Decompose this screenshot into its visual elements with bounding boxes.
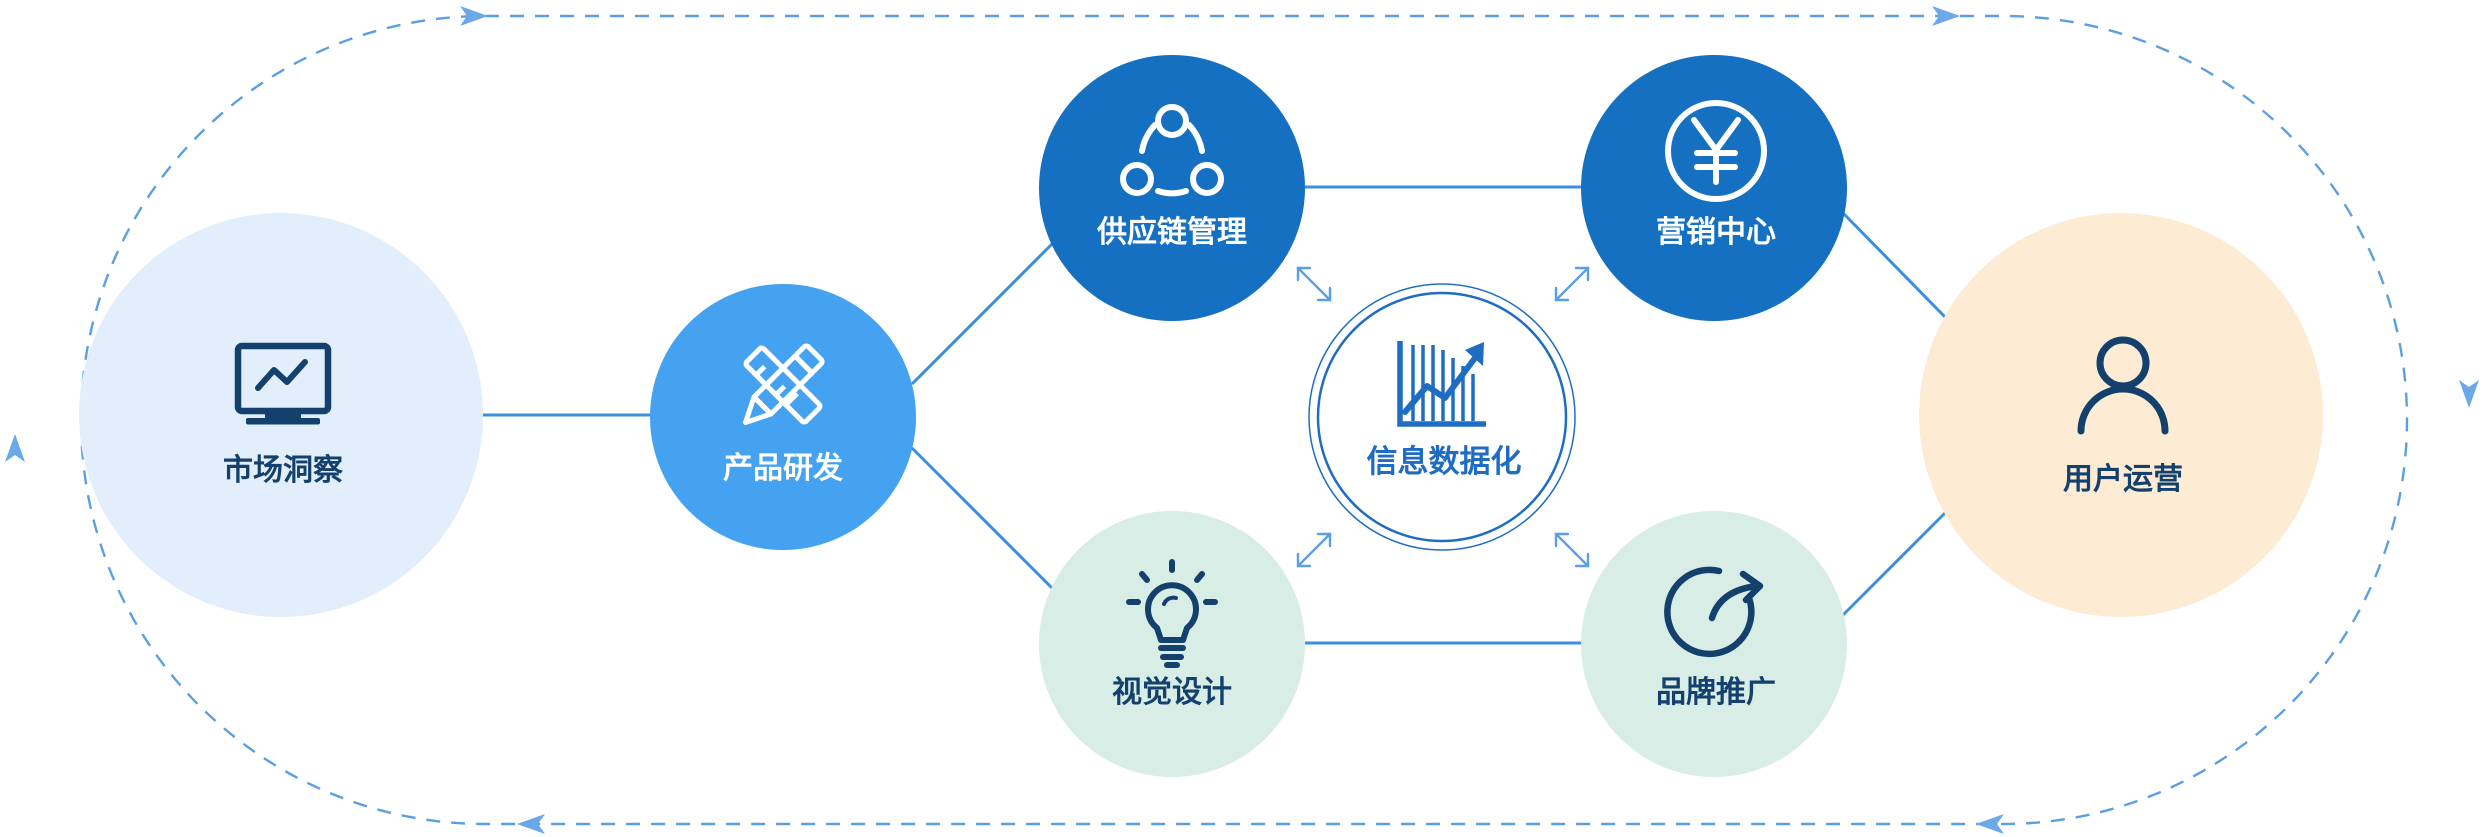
link-brand-user: [1841, 510, 1948, 617]
user-icon: [2077, 336, 2169, 435]
monitor-chart-icon: [234, 342, 332, 425]
market-label: 市场洞察: [223, 453, 344, 488]
node-visual-design: 视觉设计: [1039, 511, 1305, 777]
double-arrow-bottom-left: [1296, 532, 1332, 568]
outer-dashed-loop: [79, 14, 2409, 826]
marketing-circle: [1581, 55, 1847, 321]
share-arrow-icon: [1664, 566, 1764, 658]
node-market-insight: 市场洞察: [79, 213, 483, 617]
link-product-visual: [910, 446, 1057, 593]
product-label: 产品研发: [723, 451, 843, 486]
loop-arrowhead-left: [5, 434, 25, 462]
loop-arrowheads: [5, 6, 2479, 834]
supply-circle: [1039, 55, 1305, 321]
visual-circle: [1039, 511, 1305, 777]
double-arrow-bottom-right: [1554, 532, 1590, 568]
link-product-supply: [910, 239, 1057, 386]
node-brand-promotion: 品牌推广: [1581, 511, 1847, 777]
loop-arrowhead-top-right: [1932, 6, 1960, 26]
node-product-rd: 产品研发: [650, 284, 916, 550]
loop-arrowhead-right: [2459, 380, 2479, 408]
visual-label: 视觉设计: [1112, 675, 1232, 710]
center-double-arrows: [1296, 266, 1590, 568]
loop-arrowhead-bottom-left: [517, 814, 545, 834]
node-marketing-center: 营销中心: [1581, 55, 1847, 321]
connector-lines: [482, 185, 1948, 645]
node-supply-chain: 供应链管理: [1039, 55, 1305, 321]
node-user-operation: 用户运营: [1919, 213, 2323, 617]
brand-label: 品牌推广: [1656, 675, 1776, 710]
growth-chart-icon: [1397, 341, 1486, 427]
supply-label: 供应链管理: [1096, 215, 1247, 250]
center-label: 信息数据化: [1367, 444, 1522, 480]
link-marketing-user: [1841, 211, 1948, 320]
node-data-center: 信息数据化: [1308, 283, 1576, 551]
lightbulb-icon: [1126, 559, 1218, 668]
marketing-label: 营销中心: [1656, 215, 1776, 250]
product-circle: [650, 284, 916, 550]
user-circle: [1919, 213, 2323, 617]
network-nodes-icon: [1120, 104, 1224, 197]
loop-arrowhead-bottom-right: [1976, 814, 2004, 834]
yen-circle-icon: [1665, 100, 1767, 202]
center-inner-ring: [1316, 291, 1568, 543]
pencil-ruler-icon: [743, 343, 825, 425]
brand-circle: [1581, 511, 1847, 777]
user-label: 用户运营: [2063, 462, 2183, 497]
double-arrow-top-right: [1554, 266, 1590, 302]
loop-arrowhead-top-left: [460, 6, 488, 26]
double-arrow-top-left: [1296, 266, 1332, 302]
